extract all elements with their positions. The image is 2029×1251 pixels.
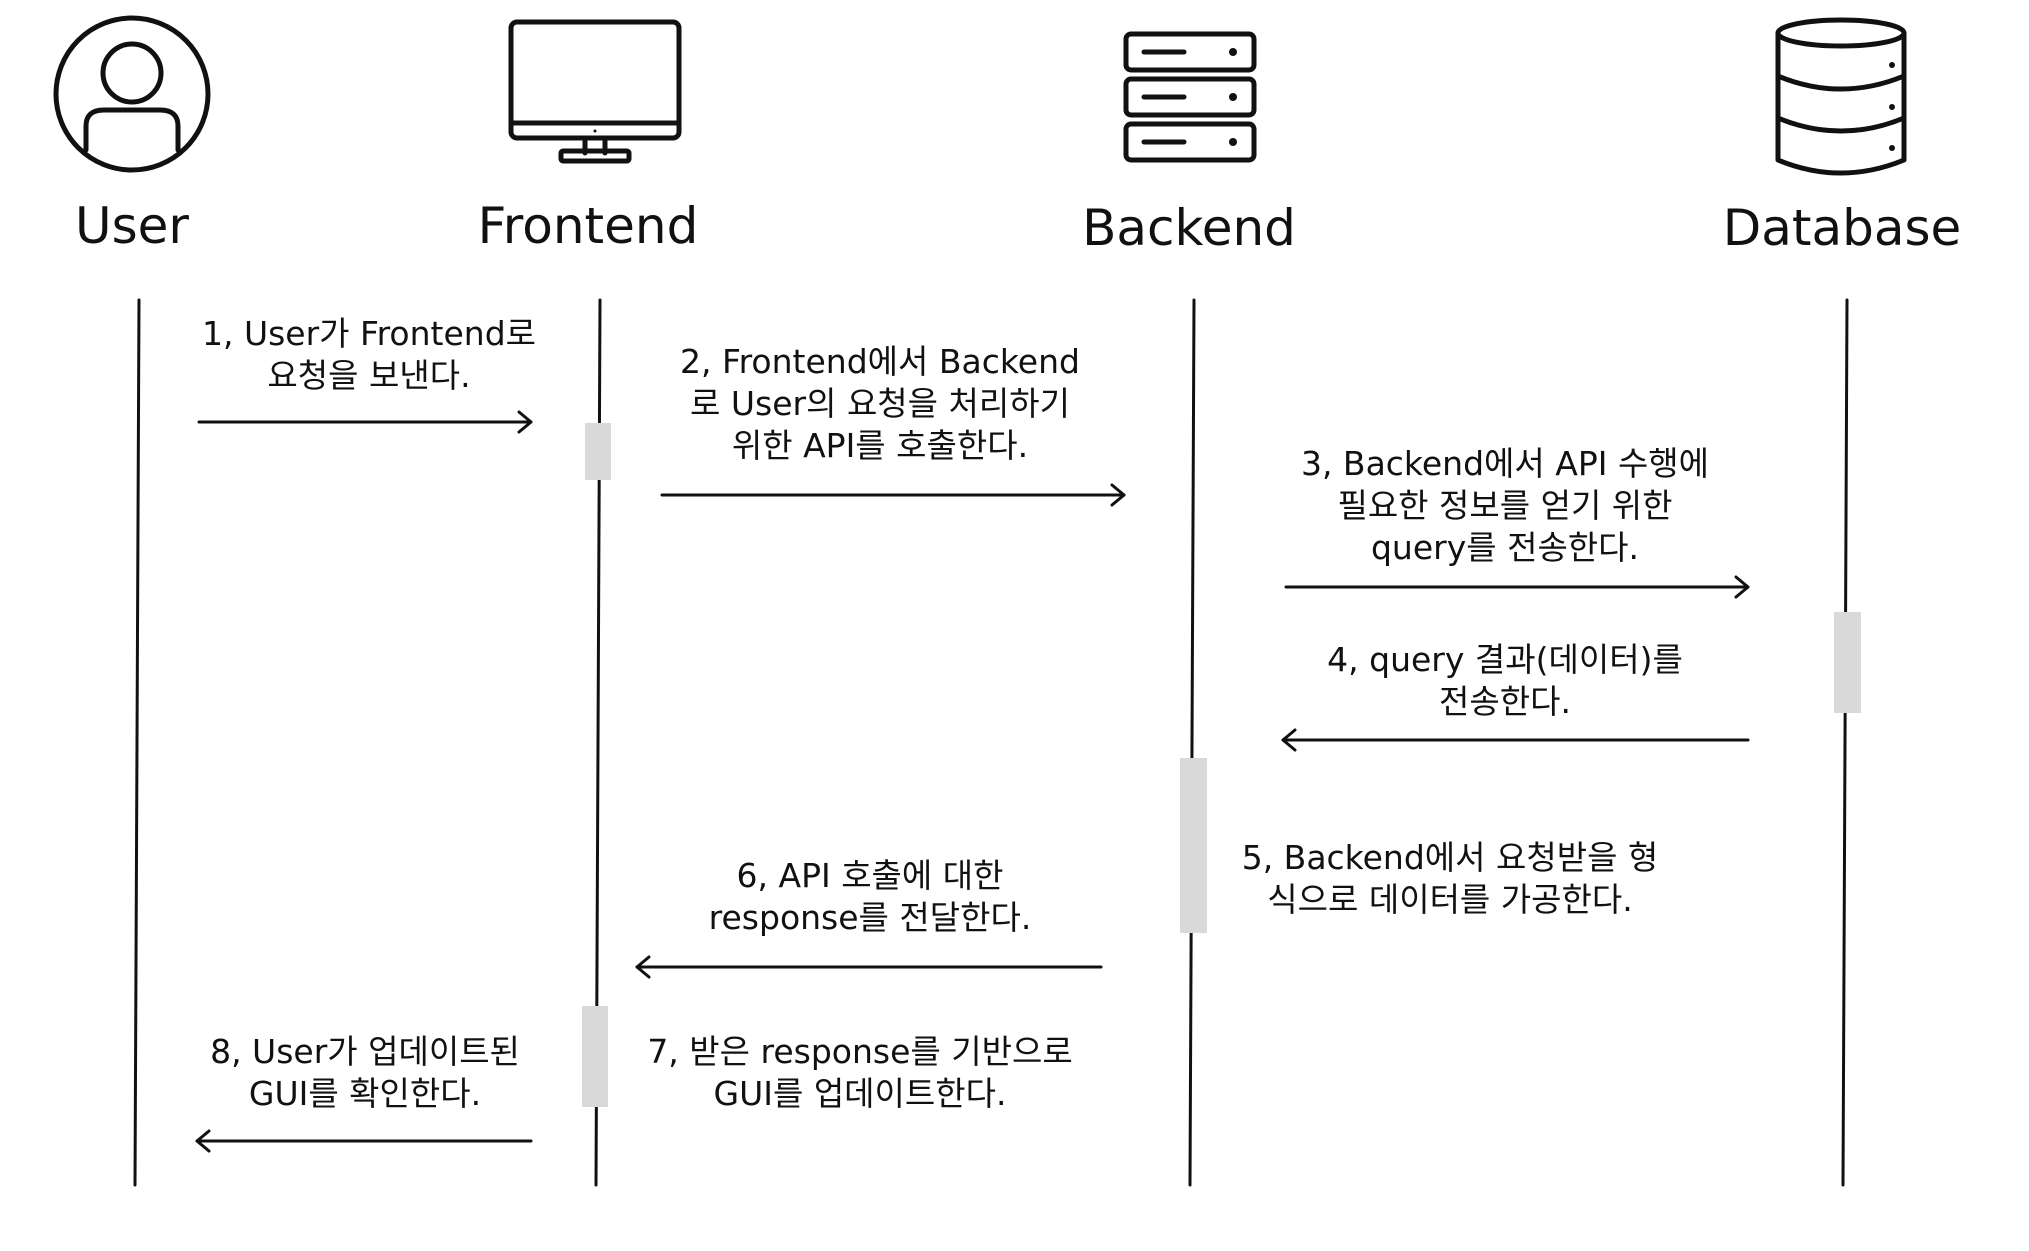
message-label-7: 7, 받은 response를 기반으로 GUI를 업데이트한다. (625, 1031, 1095, 1115)
message-3-line-2: 필요한 정보를 얻기 위한 (1337, 486, 1673, 525)
arrow-msg-3 (1284, 575, 1750, 599)
message-7-line-2: GUI를 업데이트한다. (713, 1074, 1007, 1113)
user-lifeline (133, 298, 141, 1187)
message-2-line-1: 2, Frontend에서 Backend (680, 342, 1080, 381)
message-3-line-3: query를 전송한다. (1370, 528, 1640, 567)
message-2-line-3: 위한 API를 호출한다. (731, 426, 1029, 465)
database-activation (1834, 612, 1861, 713)
message-1-line-1: 1, User가 Frontend로 (201, 314, 537, 353)
message-5-line-2: 식으로 데이터를 가공한다. (1267, 880, 1633, 919)
message-1-line-2: 요청을 보낸다. (267, 356, 471, 395)
frontend-activation-1 (585, 423, 611, 480)
arrow-msg-1 (197, 410, 533, 434)
message-8-line-1: 8, User가 업데이트된 (210, 1032, 520, 1071)
monitor-icon (508, 19, 682, 164)
actor-label-frontend: Frontend (477, 197, 699, 255)
user-icon (53, 15, 211, 173)
arrow-msg-8 (195, 1129, 533, 1153)
backend-lifeline (1188, 298, 1196, 1187)
message-label-3: 3, Backend에서 API 수행에 필요한 정보를 얻기 위한 query… (1265, 443, 1745, 569)
database-lifeline (1841, 298, 1849, 1187)
actor-label-user: User (75, 197, 189, 255)
message-label-2: 2, Frontend에서 Backend 로 User의 요청을 처리하기 위… (640, 341, 1120, 467)
server-icon (1123, 31, 1257, 163)
actor-label-backend: Backend (1082, 199, 1296, 257)
message-6-line-1: 6, API 호출에 대한 (736, 856, 1004, 895)
message-5-line-1: 5, Backend에서 요청받을 형 (1241, 838, 1659, 877)
message-7-line-1: 7, 받은 response를 기반으로 (647, 1032, 1073, 1071)
arrow-msg-6 (635, 955, 1103, 979)
actor-label-database: Database (1722, 199, 1962, 257)
message-8-line-2: GUI를 확인한다. (248, 1074, 482, 1113)
frontend-activation-2 (582, 1006, 608, 1107)
message-label-5: 5, Backend에서 요청받을 형 식으로 데이터를 가공한다. (1220, 837, 1680, 921)
message-2-line-2: 로 User의 요청을 처리하기 (690, 384, 1070, 423)
backend-activation (1180, 758, 1207, 933)
message-label-8: 8, User가 업데이트된 GUI를 확인한다. (180, 1031, 550, 1115)
message-label-6: 6, API 호출에 대한 response를 전달한다. (650, 855, 1090, 939)
arrow-msg-2 (660, 483, 1126, 507)
database-icon (1775, 17, 1907, 176)
message-label-1: 1, User가 Frontend로 요청을 보낸다. (164, 313, 574, 397)
message-6-line-2: response를 전달한다. (708, 898, 1032, 937)
message-3-line-1: 3, Backend에서 API 수행에 (1300, 444, 1710, 483)
message-4-line-1: 4, query 결과(데이터)를 (1327, 640, 1683, 679)
message-4-line-2: 전송한다. (1439, 682, 1571, 721)
arrow-msg-4 (1281, 728, 1750, 752)
message-label-4: 4, query 결과(데이터)를 전송한다. (1285, 639, 1725, 723)
